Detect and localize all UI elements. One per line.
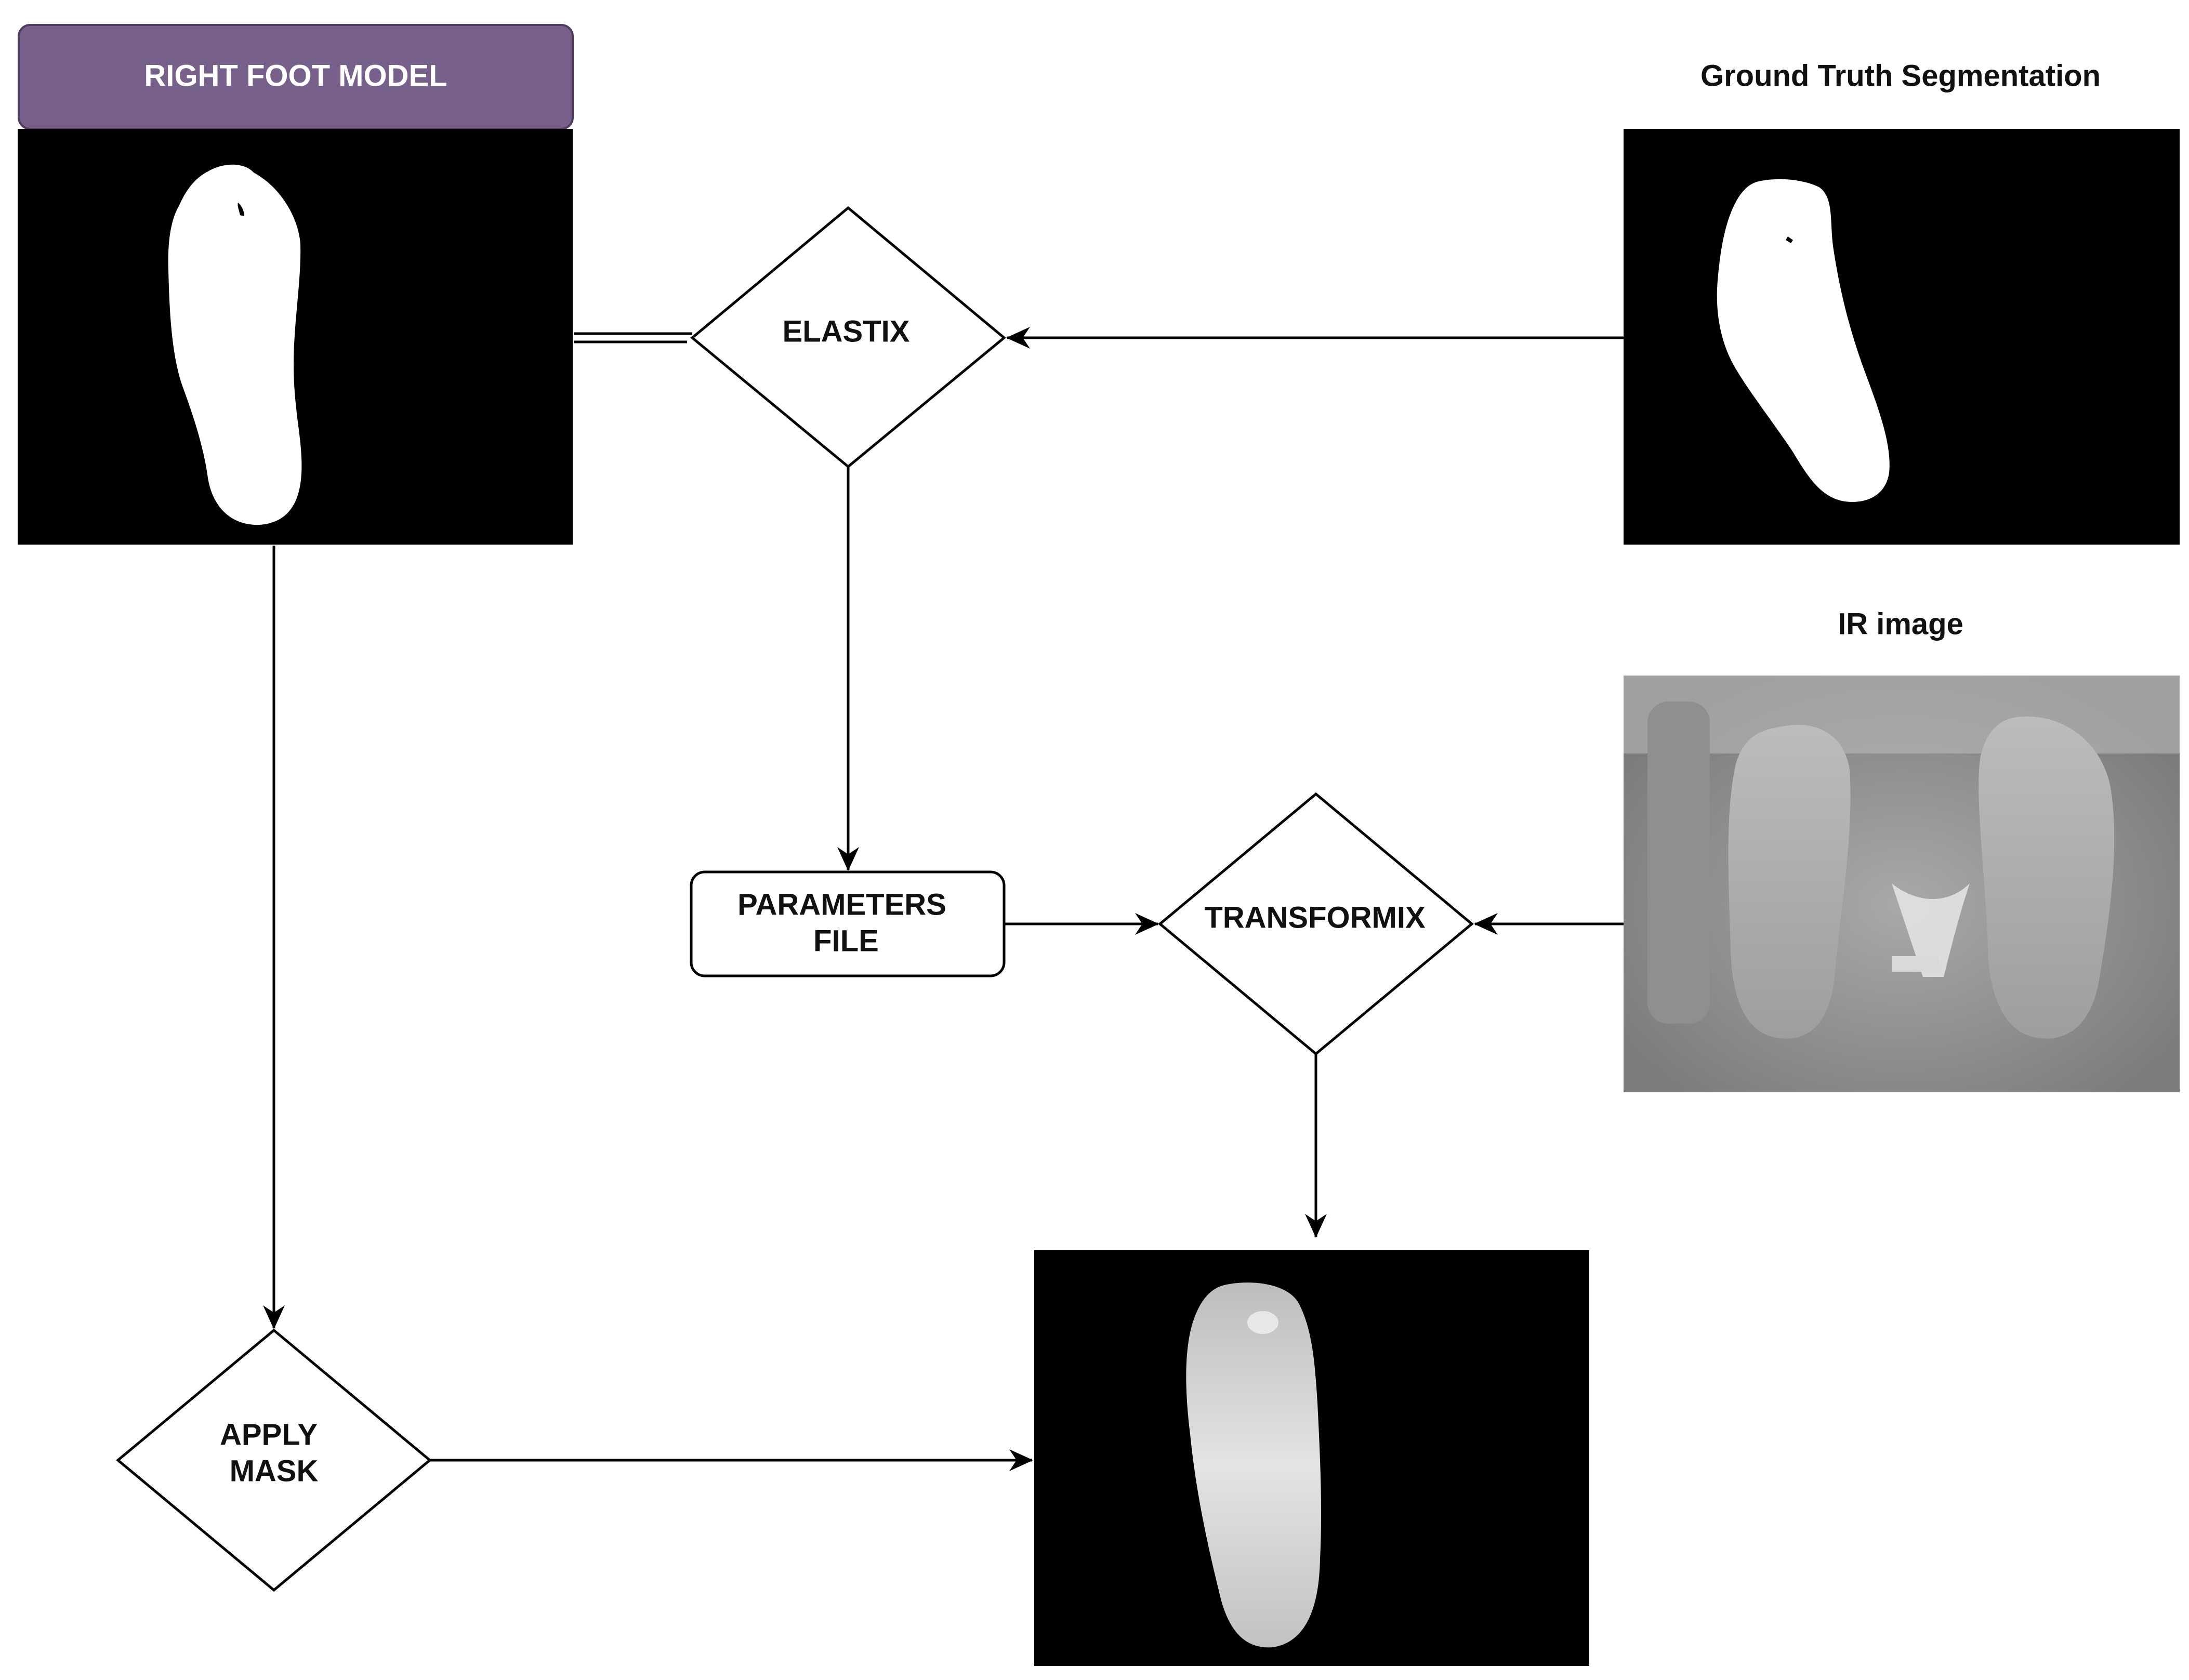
foot-mask-shape <box>168 164 302 525</box>
result-image <box>1034 1250 1589 1666</box>
parameters-file-label-line1: PARAMETERS <box>737 888 946 921</box>
transformix-node: TRANSFORMIX <box>1158 792 1474 1056</box>
apply-mask-label-line1: APPLY <box>220 1418 318 1451</box>
transformix-label: TRANSFORMIX <box>1204 901 1426 934</box>
ground-truth-image <box>1624 129 2180 545</box>
right-foot-model-title: RIGHT FOOT MODEL <box>144 59 447 92</box>
ir-right-foot <box>1979 716 2115 1039</box>
parameters-file-label-line2: FILE <box>813 924 879 958</box>
result-foot-shape <box>1186 1282 1322 1648</box>
right-foot-model-image <box>18 129 573 545</box>
apply-mask-label-line2: MASK <box>230 1454 319 1488</box>
ir-image-caption: IR image <box>1838 607 1963 641</box>
ground-truth-foot-shape <box>1717 179 1890 502</box>
ground-truth-caption: Ground Truth Segmentation <box>1700 59 2101 92</box>
ir-left-foot <box>1728 724 1851 1039</box>
ir-image <box>1624 676 2180 1092</box>
elastix-label: ELASTIX <box>783 314 910 348</box>
parameters-file-node: PARAMETERS FILE <box>690 870 1006 977</box>
elastix-node: ELASTIX <box>690 206 1006 469</box>
apply-mask-node: APPLY MASK <box>116 1328 432 1592</box>
right-foot-model-header: RIGHT FOOT MODEL <box>18 24 574 130</box>
